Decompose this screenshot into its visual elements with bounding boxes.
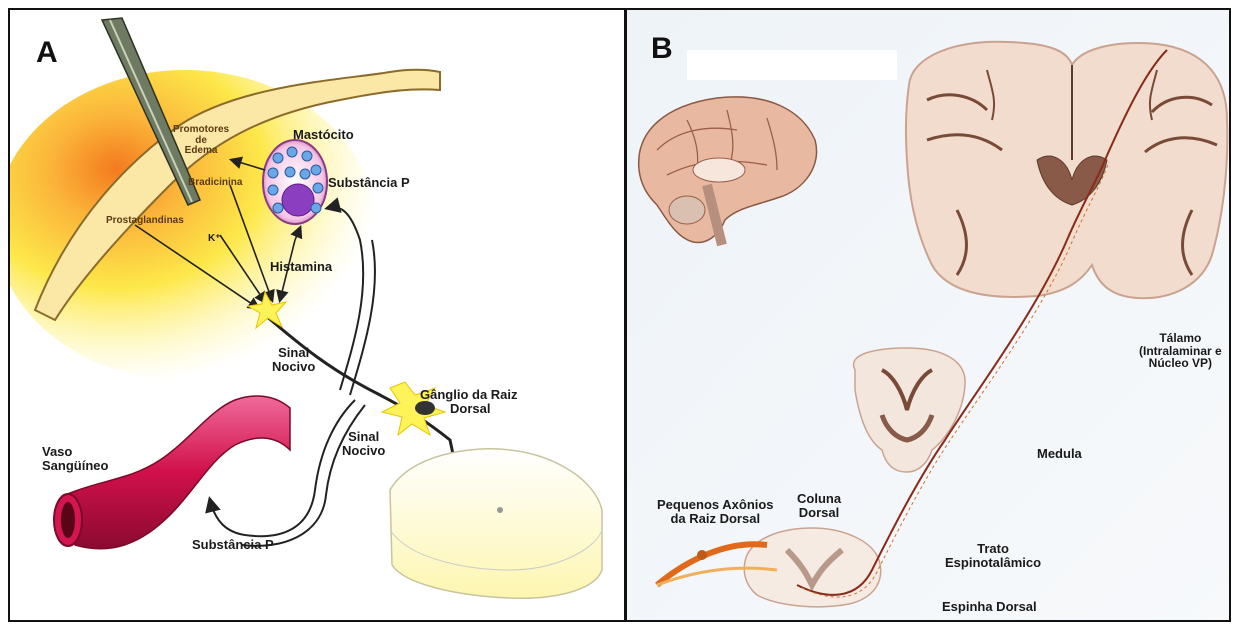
coluna-line-2: Dorsal bbox=[797, 506, 841, 520]
ganglio-line-2: Dorsal bbox=[420, 402, 518, 416]
panel-b-white-band bbox=[687, 50, 897, 80]
pequenos-line-2: da Raiz Dorsal bbox=[657, 512, 774, 526]
edema-line: Edema bbox=[173, 146, 229, 157]
coluna-line-1: Coluna bbox=[797, 492, 841, 506]
nocivo-1-line: Nocivo bbox=[272, 360, 315, 374]
blood-vessel-lumen-inner bbox=[61, 502, 75, 538]
sinal-nocivo-2-label: Sinal Nocivo bbox=[342, 430, 385, 457]
panel-b-label: B bbox=[651, 32, 673, 66]
substancia-p-bottom-label: Substância P bbox=[192, 538, 274, 552]
sinal-nocivo-1-label: Sinal Nocivo bbox=[272, 346, 315, 373]
histamina-label: Histamina bbox=[270, 260, 332, 274]
prostaglandinas-label: Prostaglandinas bbox=[106, 216, 184, 227]
mastocito-label: Mastócito bbox=[293, 128, 354, 142]
panel-a-illustration bbox=[10, 10, 626, 622]
mast-cell-nucleus bbox=[282, 184, 314, 216]
promotores-line: Promotores bbox=[173, 125, 229, 136]
substancia-p-top-label: Substância P bbox=[328, 176, 410, 190]
vaso-line-1: Vaso bbox=[42, 445, 108, 459]
ganglio-label: Gânglio da Raiz Dorsal bbox=[420, 388, 518, 415]
nocivo-2-line: Nocivo bbox=[342, 444, 385, 458]
vaso-label: Vaso Sangüíneo bbox=[42, 445, 108, 472]
panel-a-label: A bbox=[36, 36, 58, 70]
panel-b-illustration bbox=[627, 10, 1231, 622]
ganglio-line-1: Gânglio da Raiz bbox=[420, 388, 518, 402]
panel-b: B Tálamo (Intralaminar e Núcleo VP) Medu… bbox=[625, 8, 1231, 622]
pequenos-axonios-label: Pequenos Axônios da Raiz Dorsal bbox=[657, 498, 774, 525]
vaso-line-2: Sangüíneo bbox=[42, 459, 108, 473]
sinal-1-line: Sinal bbox=[272, 346, 315, 360]
talamo-line-3: Núcleo VP) bbox=[1139, 357, 1222, 370]
k-plus-label: K⁺ bbox=[208, 234, 221, 245]
coluna-dorsal-label: Coluna Dorsal bbox=[797, 492, 841, 519]
espinha-dorsal-label: Espinha Dorsal bbox=[942, 600, 1037, 614]
panel-a: A Promotores de Edema Mastócito Substânc… bbox=[8, 8, 626, 622]
spinal-cord-segment bbox=[390, 449, 602, 598]
trato-label: Trato Espinotalâmico bbox=[945, 542, 1041, 569]
talamo-line-1: Tálamo bbox=[1139, 332, 1222, 345]
talamo-label: Tálamo (Intralaminar e Núcleo VP) bbox=[1139, 332, 1222, 370]
dorsal-root-ganglion-b bbox=[697, 550, 707, 560]
medula-label: Medula bbox=[1037, 447, 1082, 461]
pequenos-line-1: Pequenos Axônios bbox=[657, 498, 774, 512]
trato-line-1: Trato bbox=[945, 542, 1041, 556]
bradicinina-label: Bradicinina bbox=[188, 178, 242, 189]
promotores-edema-label: Promotores de Edema bbox=[173, 125, 229, 157]
spinal-cord-canal bbox=[497, 507, 503, 513]
trato-line-2: Espinotalâmico bbox=[945, 556, 1041, 570]
coronal-brain-section bbox=[906, 42, 1227, 298]
sinal-2-line: Sinal bbox=[342, 430, 385, 444]
